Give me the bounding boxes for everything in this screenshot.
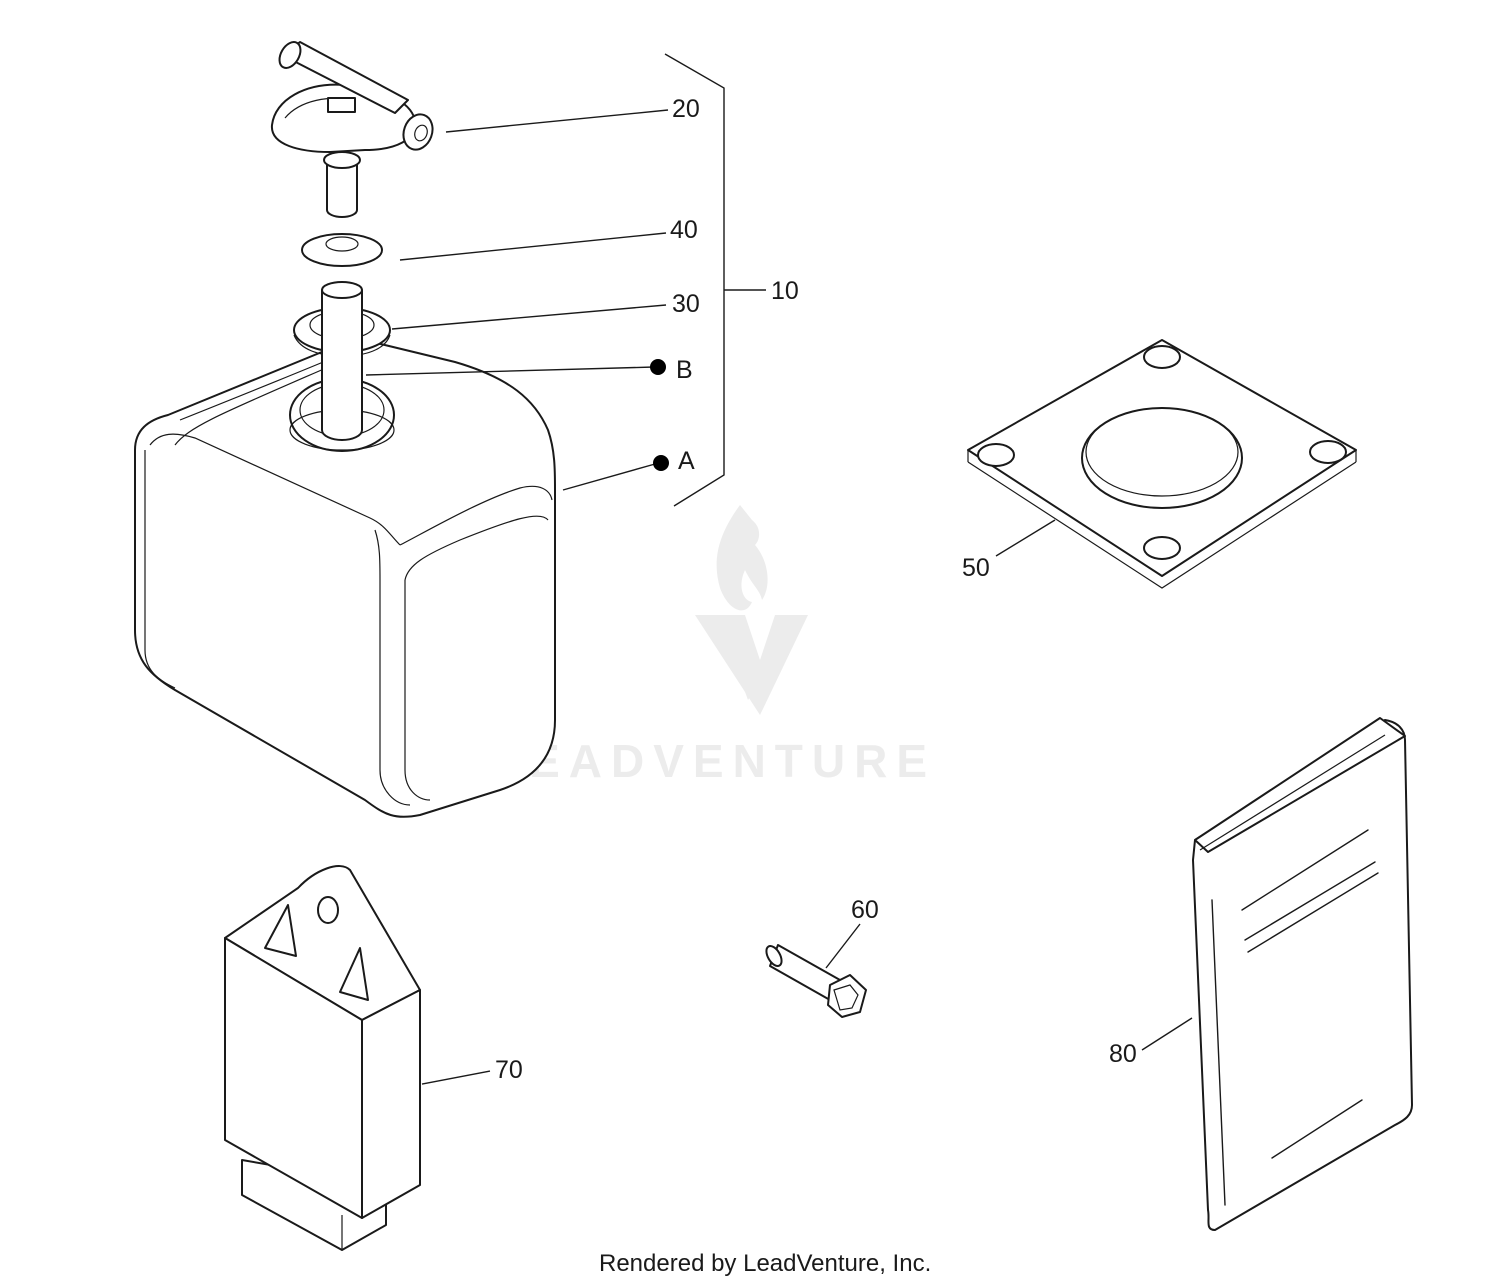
washer-part-40 bbox=[301, 233, 383, 267]
leader-60 bbox=[825, 923, 861, 969]
leader-b bbox=[365, 366, 655, 376]
leader-a bbox=[562, 463, 656, 491]
leader-40 bbox=[399, 232, 667, 261]
callout-10: 10 bbox=[771, 277, 799, 305]
callout-50: 50 bbox=[962, 554, 990, 582]
leader-20 bbox=[445, 109, 669, 133]
callout-60: 60 bbox=[851, 896, 879, 924]
callout-80: 80 bbox=[1109, 1040, 1137, 1068]
callout-30: 30 bbox=[672, 290, 700, 318]
leadventure-watermark-logo bbox=[695, 505, 808, 715]
callout-40: 40 bbox=[670, 216, 698, 244]
callout-b: B bbox=[676, 356, 693, 384]
manual-part-80 bbox=[1192, 717, 1413, 1231]
pickup-tube-b bbox=[321, 281, 363, 441]
leader-50 bbox=[995, 519, 1056, 557]
callout-20: 20 bbox=[672, 95, 700, 123]
leader-30 bbox=[391, 304, 667, 330]
leader-lines bbox=[365, 109, 1193, 1085]
shutoff-valve-part-20 bbox=[270, 41, 434, 218]
reference-dot-a bbox=[653, 455, 669, 471]
assembly-bracket bbox=[664, 53, 766, 507]
gasket-part-50 bbox=[967, 339, 1357, 589]
bolt-part-60 bbox=[765, 944, 867, 1018]
reference-dot-b bbox=[650, 359, 666, 375]
watermark-text: LEADVENTURE bbox=[492, 735, 936, 787]
leader-80 bbox=[1141, 1017, 1193, 1051]
fuel-tank-part-10 bbox=[134, 337, 556, 818]
module-part-70 bbox=[224, 865, 421, 1251]
callout-a: A bbox=[678, 447, 695, 475]
callout-70: 70 bbox=[495, 1056, 523, 1084]
leader-70 bbox=[421, 1070, 491, 1085]
footer-credit: Rendered by LeadVenture, Inc. bbox=[599, 1250, 931, 1277]
